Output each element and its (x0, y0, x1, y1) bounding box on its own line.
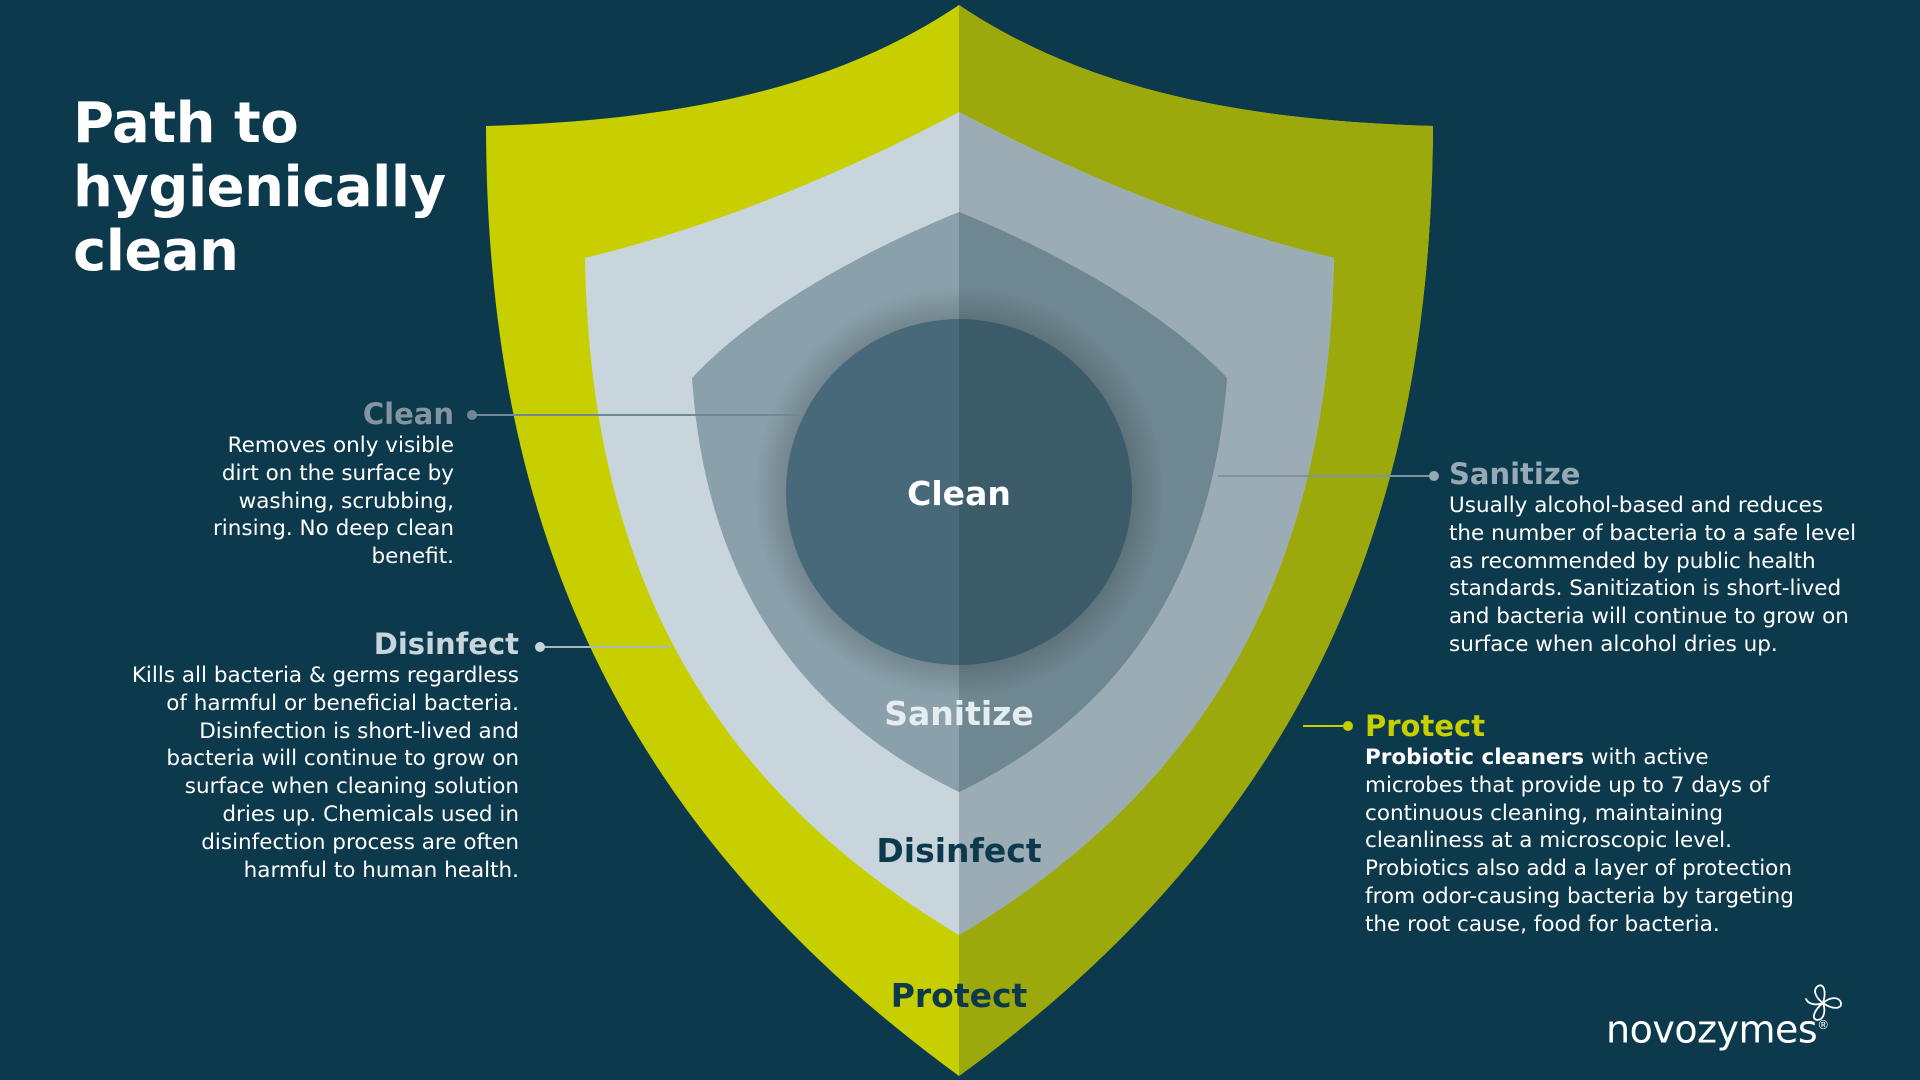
callout-sanitize: Sanitize Usually alcohol-based and reduc… (1449, 456, 1864, 659)
callout-sanitize-heading: Sanitize (1449, 457, 1581, 491)
brand-flower-icon (1805, 984, 1842, 1021)
shield-label-sanitize: Sanitize (884, 694, 1034, 733)
brand-registered-mark: ® (1817, 1018, 1829, 1032)
callout-disinfect: Disinfect Kills all bacteria & germs reg… (130, 626, 519, 884)
shield-label-protect: Protect (891, 976, 1028, 1015)
callout-clean-heading: Clean (362, 397, 454, 431)
brand-name: novozymes (1606, 1007, 1818, 1052)
brand-logo: novozymes® (1606, 1002, 1829, 1053)
connector-disinfect (535, 642, 670, 652)
callout-protect-bold-lead: Probiotic cleaners (1365, 745, 1585, 770)
shield-layer-clean (754, 287, 1164, 697)
page-title: Path to hygienically clean (73, 91, 446, 284)
callout-protect: Protect Probiotic cleaners with active m… (1365, 708, 1805, 939)
callout-clean: Clean Removes only visible dirt on the s… (190, 396, 454, 571)
shield-label-disinfect: Disinfect (876, 831, 1041, 870)
callout-protect-heading: Protect (1365, 709, 1486, 743)
connector-clean (467, 410, 800, 420)
callout-clean-text: Removes only visible dirt on the surface… (212, 433, 454, 570)
callout-disinfect-text: Kills all bacteria & germs regardless of… (131, 663, 519, 883)
shield-label-clean: Clean (907, 474, 1011, 513)
connector-sanitize (1218, 471, 1439, 481)
callout-protect-body: with active microbes that provide up to … (1365, 745, 1794, 937)
callout-protect-text: Probiotic cleaners with active microbes … (1365, 744, 1805, 939)
connector-protect (1303, 721, 1353, 731)
callout-sanitize-text: Usually alcohol-based and reduces the nu… (1449, 493, 1857, 657)
callout-disinfect-heading: Disinfect (373, 627, 519, 661)
